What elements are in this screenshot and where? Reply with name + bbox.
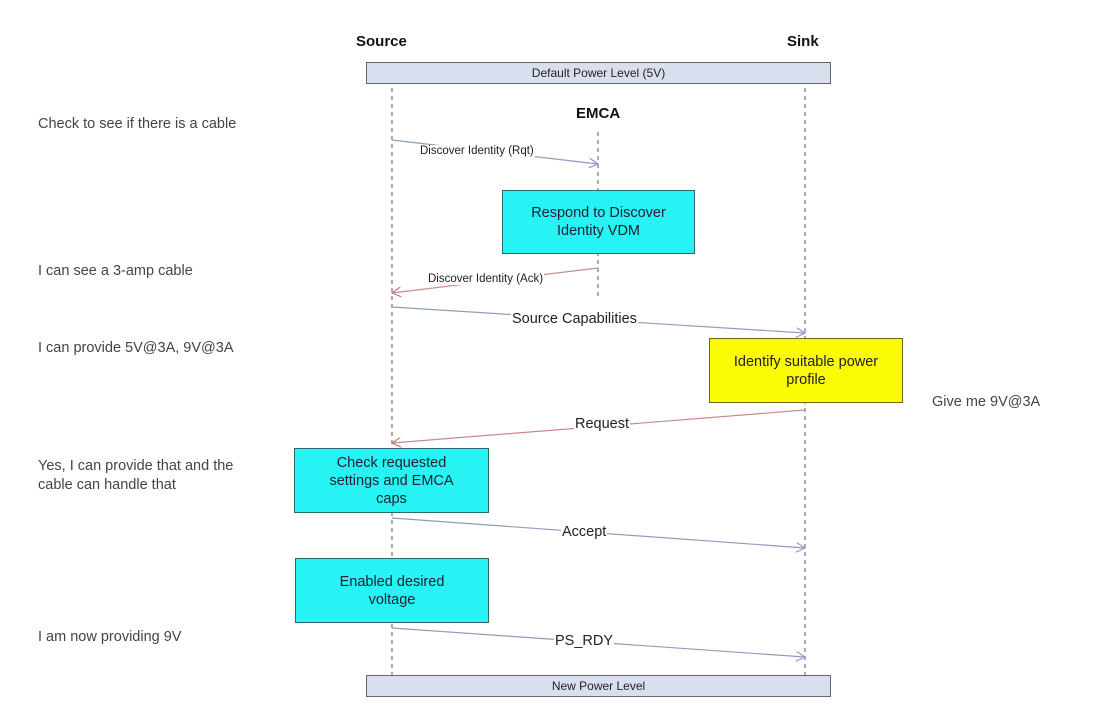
emca-actor-label: EMCA [576,105,621,122]
sink-actor-label: Sink [787,33,819,50]
note-give-me: Give me 9V@3A [932,394,1041,410]
default-power-level-bar: Default Power Level (5V) [366,62,831,84]
msg-ps-rdy: PS_RDY [554,633,615,649]
msg-source-capabilities: Source Capabilities [511,311,638,327]
note-see-cable: I can see a 3-amp cable [38,263,193,279]
box-line: voltage [368,591,416,608]
box-line: profile [786,371,826,388]
box-line: Identify suitable power [733,353,879,370]
box-line: Respond to Discover [531,205,666,221]
box-line: caps [376,490,407,507]
source-actor-label: Source [356,33,407,50]
note-can-provide: I can provide 5V@3A, 9V@3A [38,340,234,356]
box-line: Identity VDM [557,223,640,239]
note-yes-provide-line-2: cable can handle that [38,477,176,493]
note-yes-provide: Yes, I can provide that and the cable ca… [38,457,233,495]
new-power-level-bar: New Power Level [366,675,831,697]
box-line: Enabled desired [339,573,445,590]
msg-discover-ack: Discover Identity (Ack) [427,273,545,285]
note-yes-provide-line-1: Yes, I can provide that and the [38,458,234,474]
msg-request: Request [574,416,631,432]
note-check-cable: Check to see if there is a cable [38,116,237,132]
msg-accept: Accept [561,524,608,540]
note-now-providing: I am now providing 9V [38,629,182,645]
box-line: Check requested [336,454,447,471]
box-line: settings and EMCA [329,472,454,489]
msg-discover-rqt: Discover Identity (Rqt) [419,145,535,157]
